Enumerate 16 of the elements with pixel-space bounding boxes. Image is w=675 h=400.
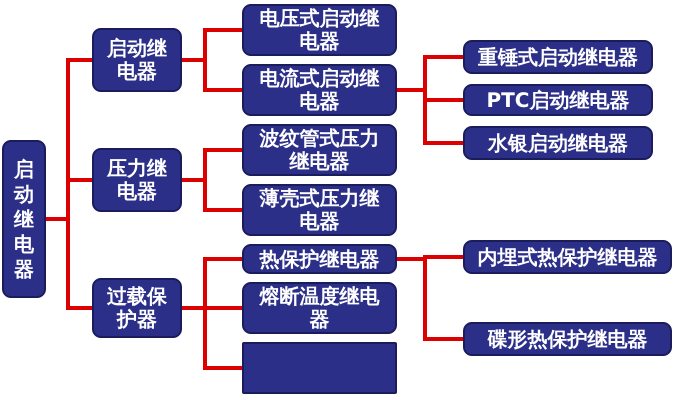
relay-box: 电流式启动继电器 [242,64,397,116]
relay-box: 热保护继电器 [242,244,397,274]
relay-box: 重锤式启动继电器 [463,40,653,74]
relay-box: 熔断温度继电器 [242,282,397,334]
relay-box: 启动继电器 [92,28,182,92]
empty-box [242,342,397,394]
relay-box: 内埋式热保护继电器 [463,240,672,274]
relay-box: 过载保护器 [92,278,182,338]
relay-box: 电压式启动继电器 [242,4,397,56]
relay-box: 压力继电器 [92,148,182,212]
relay-box: 水银启动继电器 [463,126,653,160]
relay-box: 启动继电器 [2,140,46,298]
relay-box: 薄壳式压力继电器 [242,184,397,236]
relay-box: 波纹管式压力继电器 [242,124,397,176]
relay-box: PTC启动继电器 [463,84,653,116]
relay-box: 碟形热保护继电器 [463,322,672,356]
